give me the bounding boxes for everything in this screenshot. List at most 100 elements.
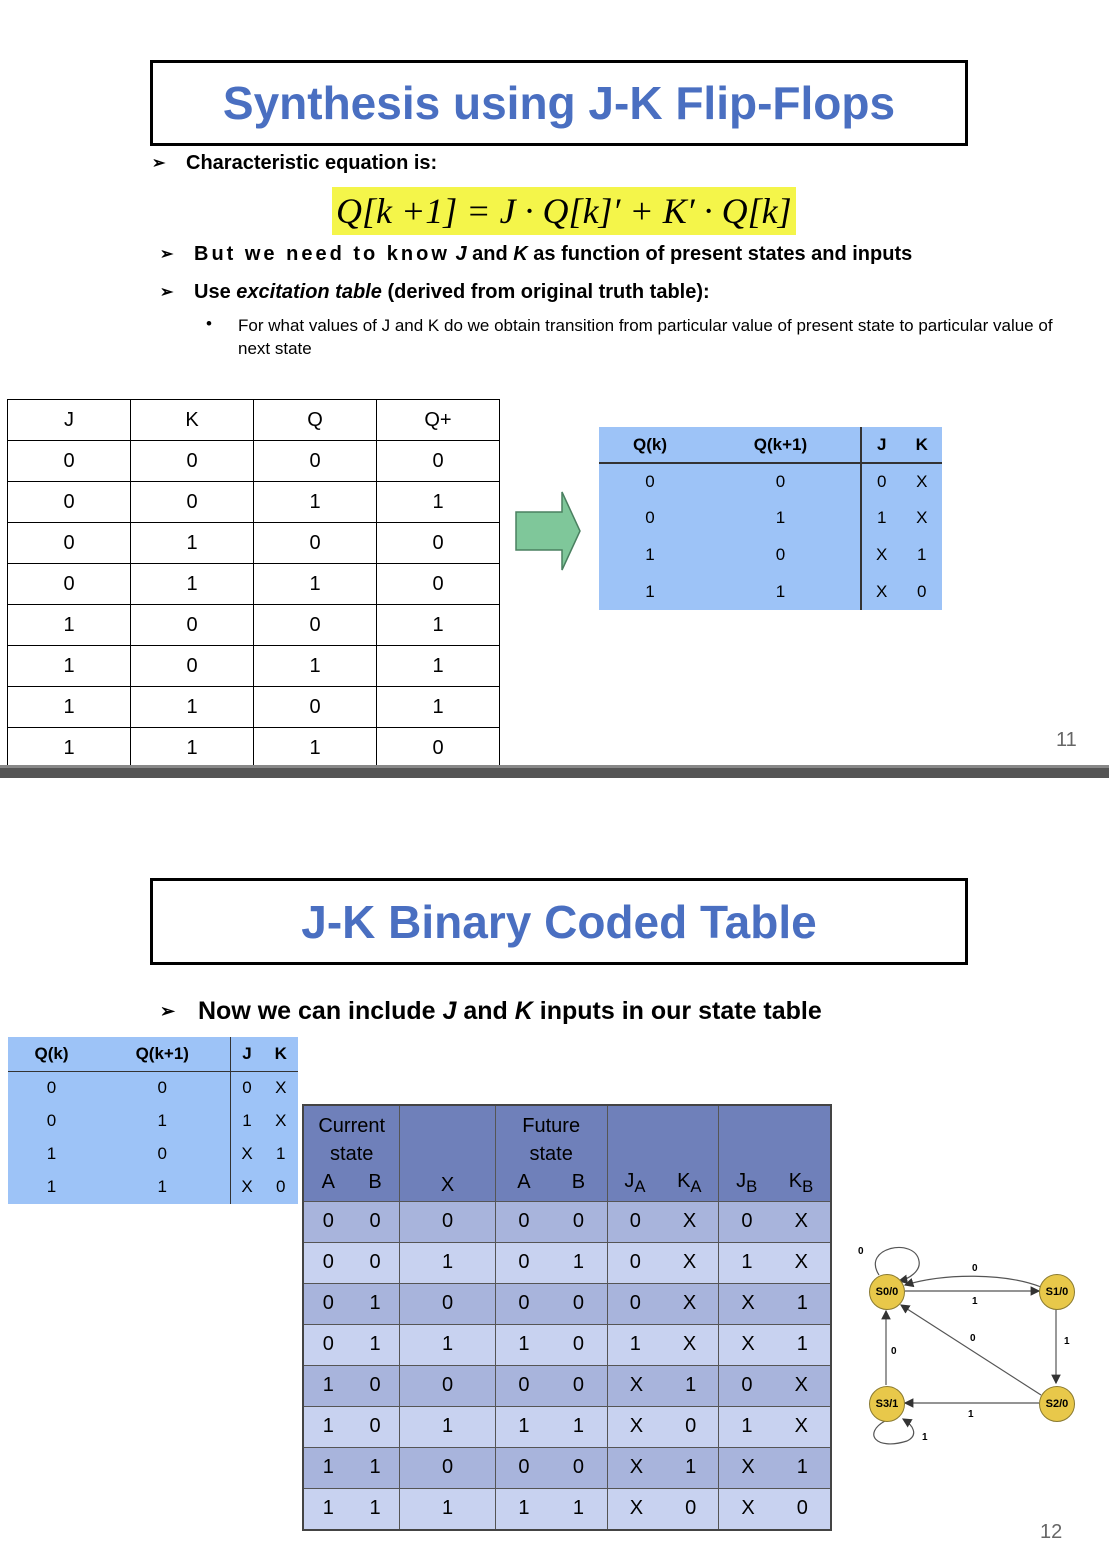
bullet-text: and bbox=[463, 996, 508, 1025]
edge-s2-s0 bbox=[899, 1304, 1042, 1396]
header-text: A bbox=[321, 1171, 336, 1193]
state-cell: 0 bbox=[518, 1456, 530, 1478]
edge-label: 1 bbox=[968, 1409, 974, 1420]
exc-cell: 1 bbox=[645, 544, 655, 564]
state-cell: 0 bbox=[369, 1374, 381, 1396]
bullet-text: as function of present states and inputs bbox=[533, 242, 913, 265]
edge-label: 1 bbox=[1064, 1336, 1070, 1347]
header-ka: KA bbox=[677, 1170, 701, 1197]
edge-s3-self bbox=[873, 1418, 915, 1445]
edge-label: 0 bbox=[858, 1246, 864, 1257]
state-cell: 1 bbox=[572, 1251, 584, 1273]
state-cell: 0 bbox=[369, 1415, 381, 1437]
header-text: K bbox=[677, 1169, 691, 1192]
state-cell: 1 bbox=[685, 1374, 697, 1396]
state-cell: 0 bbox=[518, 1251, 530, 1273]
state-cell: 1 bbox=[518, 1415, 530, 1437]
bullet-text: and bbox=[472, 242, 508, 265]
bullet-excitation: ➢ Use excitation table (derived from ori… bbox=[160, 279, 710, 305]
state-cell: 1 bbox=[629, 1333, 641, 1355]
state-node-s1: S1/0 bbox=[1039, 1274, 1075, 1310]
slide2-title: J-K Binary Coded Table bbox=[150, 878, 968, 965]
state-cell: 0 bbox=[629, 1210, 641, 1232]
state-cell: 1 bbox=[796, 1292, 808, 1314]
exc-cell: 1 bbox=[701, 573, 862, 610]
truth-cell: 1 bbox=[130, 563, 254, 605]
truth-cell: 0 bbox=[7, 440, 131, 482]
page-number: 11 bbox=[1056, 729, 1077, 751]
truth-cell: 0 bbox=[253, 604, 377, 646]
state-cell: X bbox=[794, 1415, 808, 1437]
exc-cell: 1 bbox=[701, 499, 862, 537]
state-cell: X bbox=[629, 1497, 644, 1519]
truth-cell: 1 bbox=[7, 727, 131, 769]
state-cell: 0 bbox=[369, 1210, 381, 1232]
exc-cell: 0 bbox=[94, 1071, 231, 1105]
truth-cell: 1 bbox=[7, 604, 131, 646]
bullet-text: J bbox=[442, 996, 457, 1025]
state-cell: 0 bbox=[518, 1210, 530, 1232]
truth-cell: 0 bbox=[7, 522, 131, 564]
slide1-title: Synthesis using J-K Flip-Flops bbox=[150, 60, 968, 146]
state-cell-group: 1 bbox=[399, 1405, 496, 1448]
exc-cell: X bbox=[876, 544, 888, 564]
truth-cell: 0 bbox=[253, 440, 377, 482]
truth-cell: 0 bbox=[7, 563, 131, 605]
state-cell: X bbox=[682, 1292, 697, 1314]
exc-header: K bbox=[901, 427, 942, 464]
truth-cell: 0 bbox=[376, 522, 500, 564]
state-cell: X bbox=[682, 1333, 697, 1355]
truth-cell: 0 bbox=[376, 440, 500, 482]
exc-cell: 0 bbox=[876, 471, 887, 491]
header-text: B bbox=[368, 1171, 382, 1193]
header-ja: JA bbox=[624, 1170, 645, 1197]
state-cell: X bbox=[741, 1333, 755, 1355]
truth-cell: 0 bbox=[130, 440, 254, 482]
state-cell: 0 bbox=[629, 1292, 641, 1314]
state-cell: 0 bbox=[518, 1292, 530, 1314]
edge-label: 0 bbox=[970, 1333, 976, 1344]
state-cell: X bbox=[794, 1210, 808, 1232]
truth-cell: 0 bbox=[376, 563, 500, 605]
state-cell: 1 bbox=[369, 1456, 381, 1478]
exc-cell: 0 bbox=[94, 1137, 231, 1171]
exc-cell: 1 bbox=[876, 508, 887, 528]
bullet-text: But we need to know bbox=[194, 242, 450, 265]
truth-cell: 1 bbox=[7, 645, 131, 687]
state-cell: 0 bbox=[572, 1333, 584, 1355]
header-jb-kb: JB KB bbox=[718, 1104, 832, 1202]
exc-cell: X bbox=[876, 581, 888, 601]
state-cell: 0 bbox=[369, 1251, 381, 1273]
edge-label: 0 bbox=[891, 1346, 897, 1357]
state-cell: 1 bbox=[572, 1497, 584, 1519]
state-cell: X bbox=[741, 1456, 755, 1478]
truth-cell: 1 bbox=[130, 522, 254, 564]
exc-header: Q(k) bbox=[599, 427, 702, 464]
header-text: Future bbox=[522, 1115, 581, 1137]
state-cell: X bbox=[629, 1415, 644, 1437]
header-jb: JB bbox=[736, 1170, 757, 1197]
exc-header: K bbox=[263, 1037, 298, 1072]
slide-divider bbox=[0, 765, 1109, 768]
state-cell: 1 bbox=[796, 1456, 808, 1478]
